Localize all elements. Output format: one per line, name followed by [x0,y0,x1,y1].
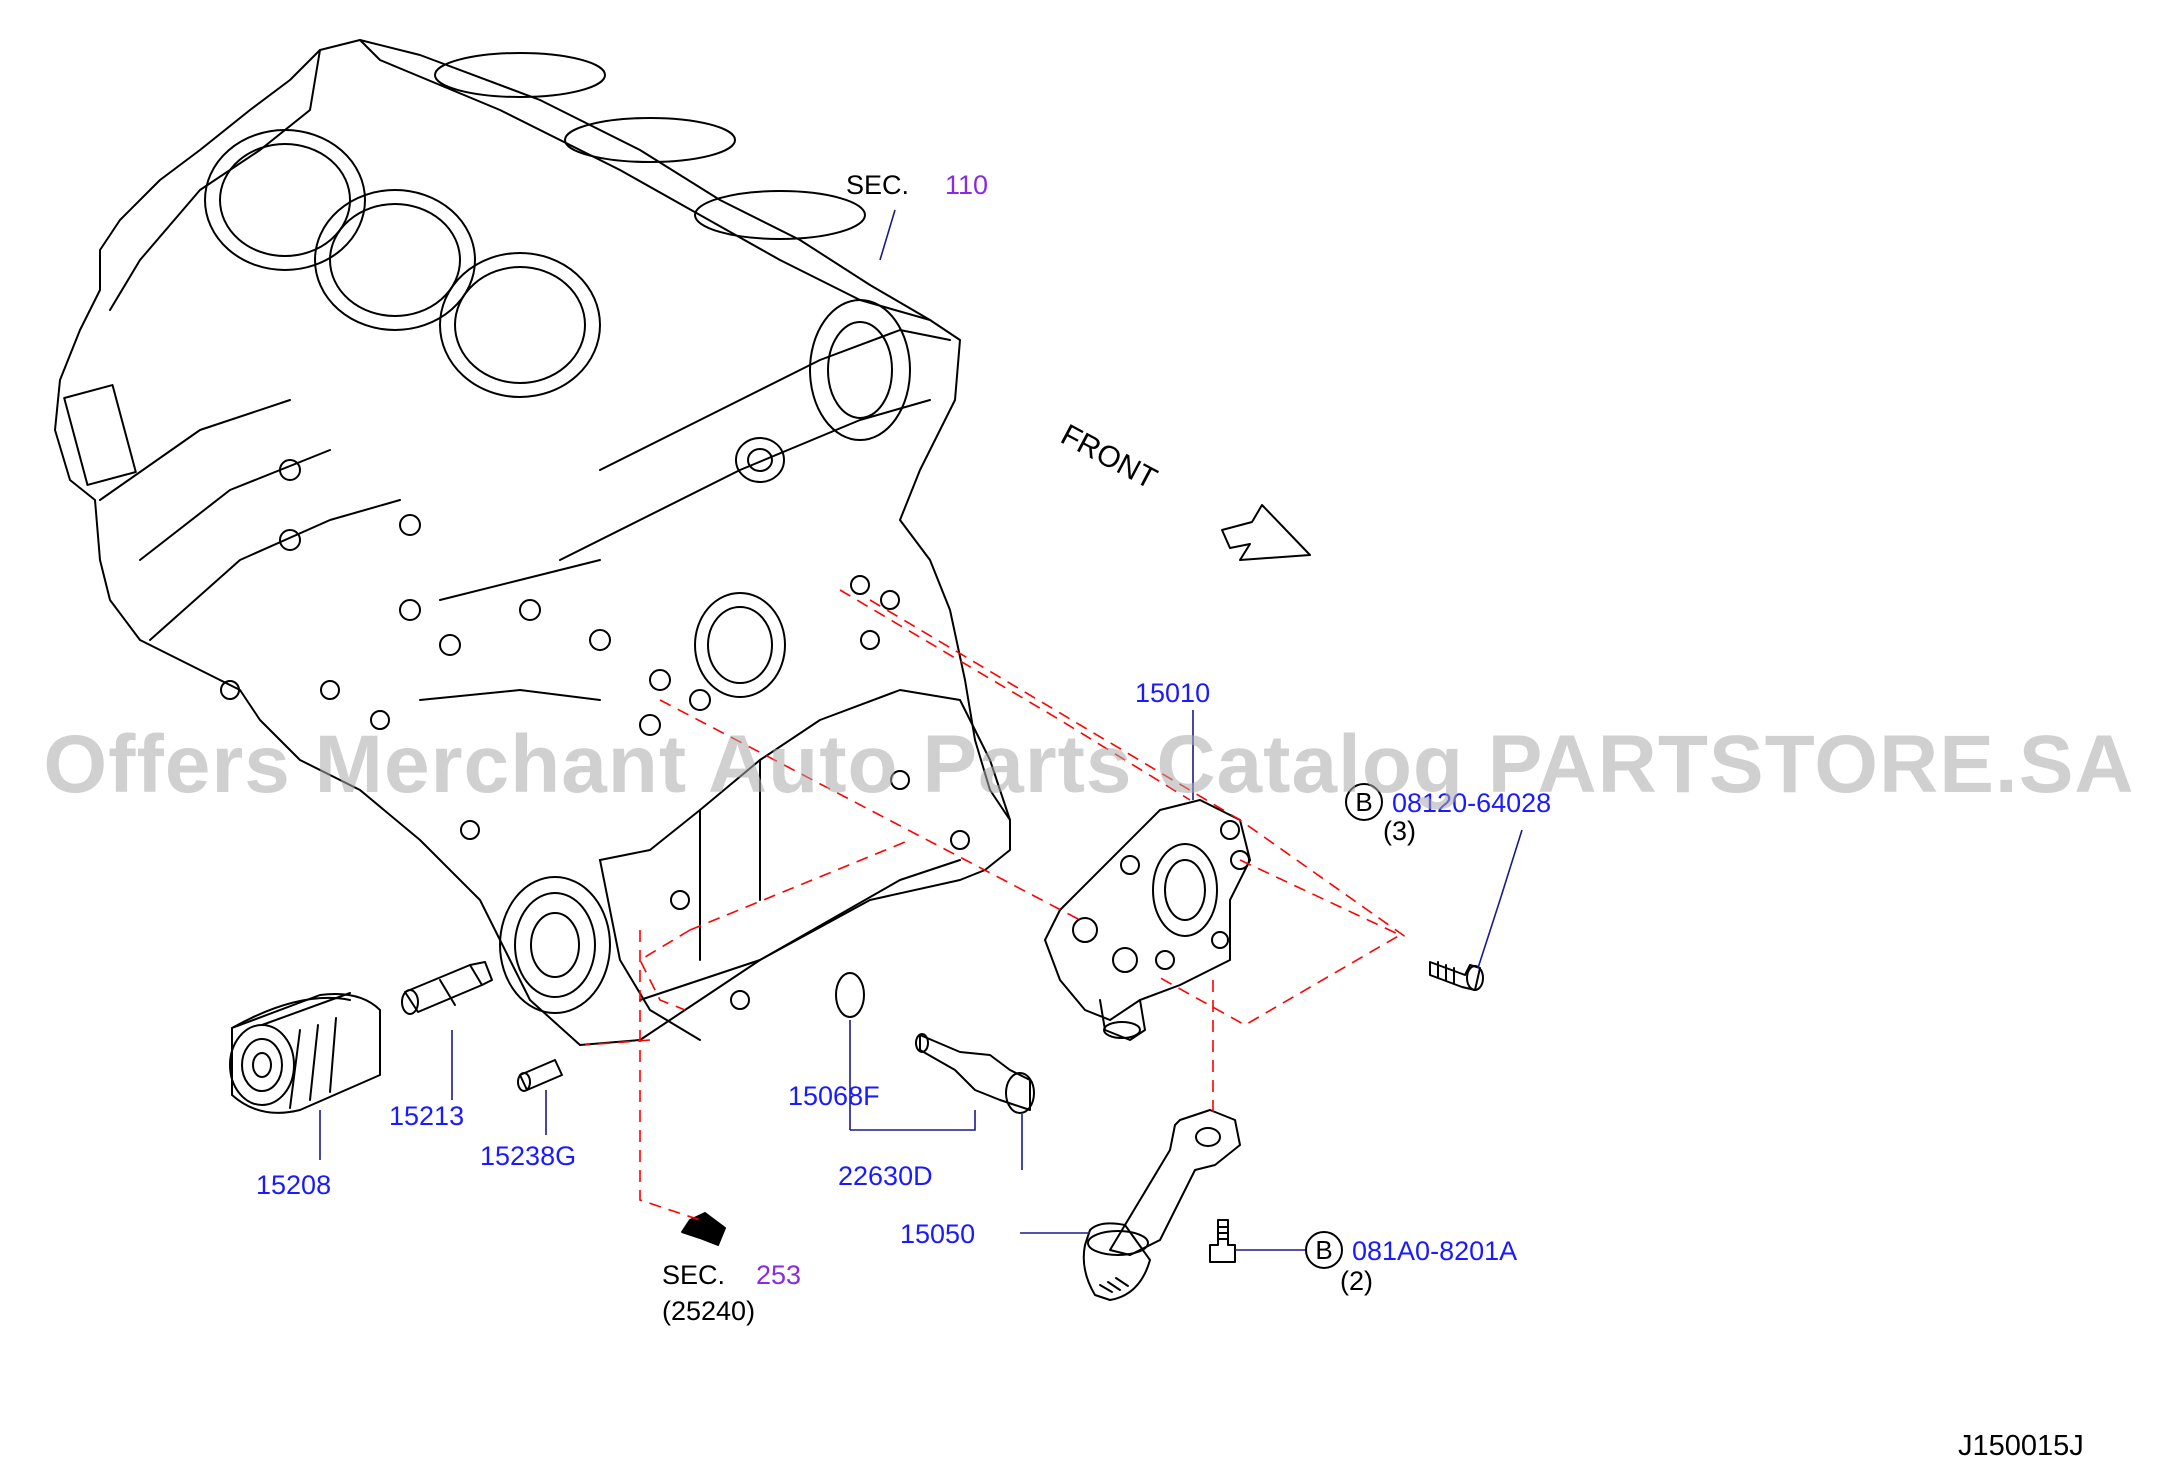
oil-strainer [1082,1109,1241,1301]
diagram-code: J150015J [1958,1430,2084,1462]
sec-253-prefix: SEC. [662,1260,726,1290]
leader-lines [319,209,1523,1251]
callout-15068F[interactable]: 15068F [788,1081,880,1111]
callout-15208[interactable]: 15208 [256,1170,332,1200]
bolt-marker-b-2: B [1305,1231,1343,1269]
oil-pressure-switch [915,1033,1035,1114]
qty-081A0: (2) [1340,1266,1373,1296]
engine-block [54,39,1011,1046]
oil-pump [1044,799,1251,1041]
callout-15010[interactable]: 15010 [1135,678,1211,708]
watermark: Offers Merchant Auto Parts Catalog PARTS… [43,719,2135,810]
callout-15050[interactable]: 15050 [900,1219,976,1249]
bolt-08120 [1429,961,1484,991]
callout-22630D[interactable]: 22630D [838,1161,933,1191]
oil-filter [229,992,381,1114]
sec-110-number[interactable]: 110 [945,170,989,200]
bolt-081A0 [1209,1219,1236,1263]
callout-08120-64028[interactable]: 08120-64028 [1392,788,1552,818]
sec-253-sub: (25240) [662,1296,756,1326]
sec-110-prefix: SEC. [846,170,910,200]
o-ring [835,972,865,1018]
callout-081A0-8201A[interactable]: 081A0-8201A [1352,1236,1518,1266]
qty-08120: (3) [1383,816,1416,846]
stud-pin [517,1059,563,1092]
callout-15213[interactable]: 15213 [389,1101,465,1131]
sec-253-number[interactable]: 253 [756,1260,802,1290]
connector-stud [401,961,493,1015]
dashed-guides [584,589,1411,1221]
callout-15238G[interactable]: 15238G [480,1141,577,1171]
bolt-marker-b-1: B [1345,783,1383,821]
sec-253-arrow-icon [681,1212,726,1246]
front-arrow-icon [1221,504,1311,561]
